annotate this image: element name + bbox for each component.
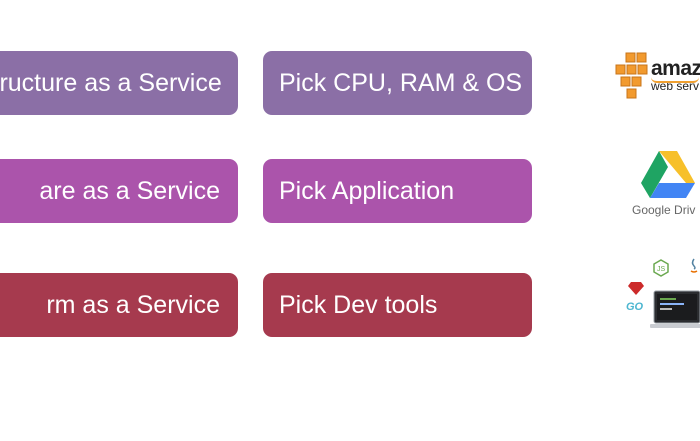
service-box-iaas: structure as a Service	[0, 51, 238, 115]
service-box-paas: rm as a Service	[0, 273, 238, 337]
action-label-saas: Pick Application	[279, 177, 455, 205]
svg-text:JS: JS	[657, 266, 666, 273]
go-logo: GO	[626, 301, 644, 313]
service-label-paas: rm as a Service	[46, 291, 220, 319]
aws-wordmark: amaz	[651, 57, 700, 80]
laptop-terminal-icon	[650, 290, 700, 328]
aws-cubes-icon	[615, 52, 648, 99]
ruby-icon	[628, 282, 644, 295]
google-drive-logo: Google Driv	[622, 145, 700, 225]
action-label-iaas: Pick CPU, RAM & OS	[279, 69, 523, 97]
java-icon	[690, 258, 698, 273]
action-label-paas: Pick Dev tools	[279, 291, 438, 319]
aws-logo: amaz web serv	[613, 45, 700, 101]
action-box-paas: Pick Dev tools	[263, 273, 532, 337]
action-box-saas: Pick Application	[263, 159, 532, 223]
dev-tools-logos: JS GO	[620, 253, 700, 333]
aws-smile	[651, 77, 699, 83]
service-label-iaas: structure as a Service	[0, 69, 222, 97]
google-drive-icon	[641, 151, 695, 198]
service-box-saas: are as a Service	[0, 159, 238, 223]
nodejs-icon: JS	[653, 259, 669, 277]
action-box-iaas: Pick CPU, RAM & OS	[263, 51, 532, 115]
service-label-saas: are as a Service	[39, 177, 220, 205]
google-drive-caption: Google Driv	[632, 203, 696, 217]
